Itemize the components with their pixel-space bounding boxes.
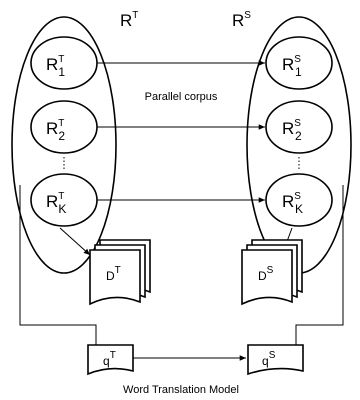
parallel-corpus-label: Parallel corpus [145, 91, 218, 103]
left-group-title: RT [120, 10, 138, 30]
left-document-stack [89, 239, 151, 306]
right-query-label: qS [262, 350, 276, 368]
right-document-stack [241, 239, 303, 306]
right-node-2 [265, 100, 333, 154]
left-docs-label: DT [106, 265, 121, 283]
right-query-box [247, 344, 304, 376]
right-docs-label: DS [258, 265, 274, 283]
left-query-box [87, 344, 134, 376]
left-to-docs-arrow [59, 227, 91, 256]
right-group-title: RS [232, 10, 251, 30]
right-node-1 [265, 36, 333, 90]
left-query-label: qT [103, 350, 116, 368]
right-to-query-connector [293, 185, 344, 353]
left-to-query-connector [19, 185, 99, 353]
caption: Word Translation Model [123, 384, 239, 396]
right-node-k [265, 173, 333, 227]
